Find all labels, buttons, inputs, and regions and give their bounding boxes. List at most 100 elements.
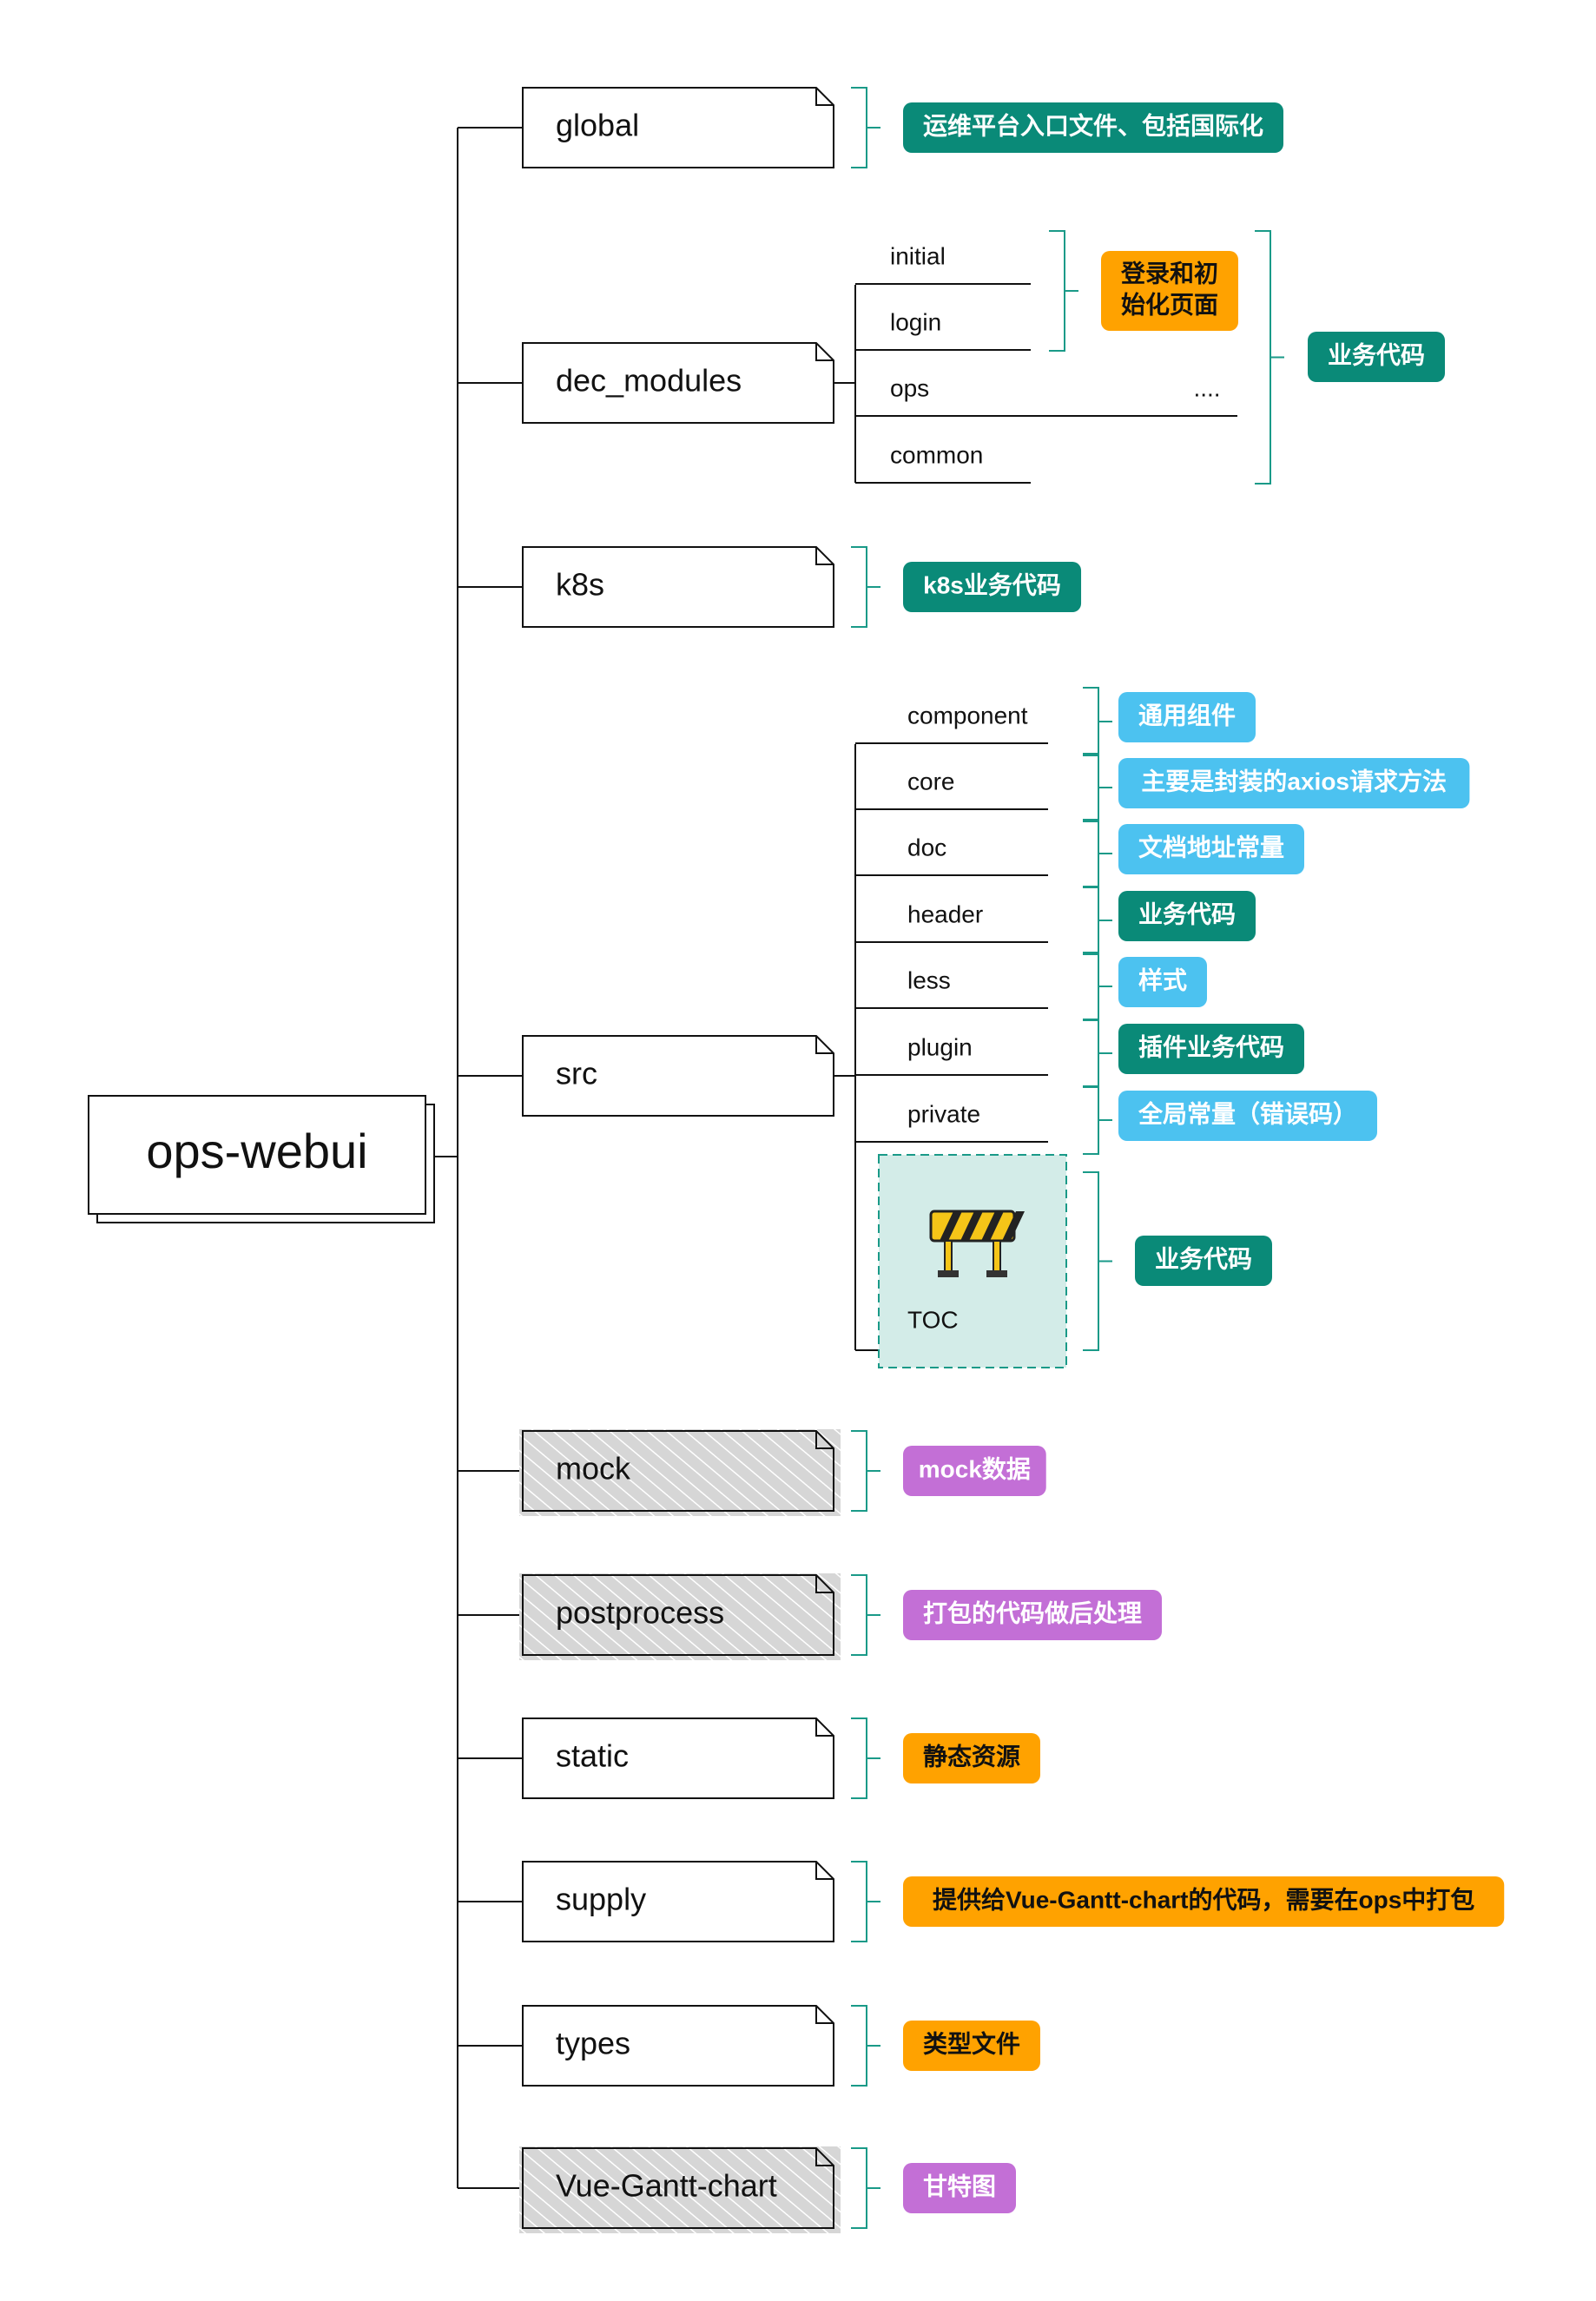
folder-types-label: types: [556, 2026, 630, 2061]
folder-global-tag: [903, 102, 1283, 153]
folder-global-bracket: [851, 87, 880, 168]
root-box[interactable]: [88, 1095, 426, 1215]
tag-login-init-label: 登录和初: [1120, 260, 1218, 287]
folder-supply-fold: [815, 1862, 834, 1880]
folder-src[interactable]: [522, 1035, 834, 1117]
tag-header: [1118, 891, 1256, 941]
folder-supply-bracket: [851, 1861, 880, 1942]
tag-private: [1118, 1091, 1377, 1141]
ellipsis-text: ....: [1193, 374, 1220, 401]
folder-postprocess-label: postprocess: [556, 1595, 724, 1631]
bracket-header: [1083, 886, 1112, 955]
folder-static-tag-label: 静态资源: [923, 1743, 1020, 1770]
folder-mock-tag-label: mock数据: [919, 1455, 1031, 1482]
folder-types[interactable]: [522, 2005, 834, 2087]
src-child-toc: TOC: [907, 1306, 959, 1333]
folder-types-bracket: [851, 2005, 880, 2087]
src-child-plugin: plugin: [907, 1033, 973, 1060]
folder-k8s-tag-label: k8s业务代码: [923, 571, 1061, 598]
folder-vue-gantt-chart-tag: [903, 2163, 1016, 2213]
folder-postprocess-fold: [815, 1575, 834, 1593]
folder-k8s-tag: [903, 562, 1082, 612]
folder-vue-gantt-chart-tag-label: 甘特图: [923, 2172, 996, 2199]
tag-component-label: 通用组件: [1138, 702, 1236, 729]
folder-global-tag-label: 运维平台入口文件、包括国际化: [923, 111, 1263, 139]
folder-vue-gantt-chart-fold: [815, 2148, 834, 2166]
bracket-initial-login: [1049, 230, 1078, 352]
roadblock-stripe: [1002, 1211, 1025, 1241]
tag-plugin-label: 插件业务代码: [1138, 1033, 1284, 1060]
tag-component: [1118, 692, 1256, 742]
folder-supply-tag: [903, 1876, 1505, 1927]
bracket-less: [1083, 952, 1112, 1021]
tag-plugin: [1118, 1024, 1304, 1074]
folder-postprocess-tag: [903, 1590, 1162, 1640]
folder-k8s-bracket: [851, 546, 880, 628]
folder-k8s-label: k8s: [556, 567, 604, 603]
folder-k8s-fold: [815, 547, 834, 565]
folder-mock-bracket: [851, 1430, 880, 1512]
folder-types-tag: [903, 2021, 1040, 2071]
folder-static-fold: [815, 1718, 834, 1737]
tag-less-label: 样式: [1138, 966, 1187, 993]
bracket-toc: [1083, 1171, 1112, 1351]
folder-mock-label: mock: [556, 1451, 631, 1487]
roadblock-foot: [986, 1270, 1007, 1277]
folder-mock[interactable]: [522, 1430, 834, 1512]
folder-global[interactable]: [522, 87, 834, 168]
tag-core: [1118, 758, 1470, 808]
folder-dec-modules-fold: [815, 343, 834, 361]
src-child-less: less: [907, 966, 951, 993]
folder-mock-fold: [815, 1431, 834, 1449]
src-child-component: component: [907, 702, 1028, 729]
dec-child-login: login: [890, 308, 941, 335]
folder-global-fold: [815, 88, 834, 106]
tag-less: [1118, 957, 1207, 1007]
bracket-plugin: [1083, 1019, 1112, 1088]
dec-child-initial: initial: [890, 242, 946, 269]
bracket-component: [1083, 687, 1112, 756]
tag-dec-business: [1308, 332, 1445, 382]
tag-private-label: 全局常量（错误码）: [1138, 1099, 1357, 1127]
folder-vue-gantt-chart-bracket: [851, 2147, 880, 2229]
folder-dec-modules-label: dec_modules: [556, 363, 742, 399]
tag-doc: [1118, 824, 1304, 874]
folder-static-bracket: [851, 1718, 880, 1799]
bracket-dec-modules: [1255, 230, 1284, 485]
folder-k8s[interactable]: [522, 546, 834, 628]
tag-login-init: [1101, 251, 1238, 331]
bracket-private: [1083, 1085, 1112, 1155]
folder-postprocess-tag-label: 打包的代码做后处理: [923, 1599, 1142, 1626]
roadblock-foot: [938, 1270, 959, 1277]
folder-supply[interactable]: [522, 1861, 834, 1942]
root-label: ops-webui: [146, 1124, 367, 1178]
folder-dec-modules[interactable]: [522, 342, 834, 424]
bracket-doc: [1083, 819, 1112, 888]
folder-static-label: static: [556, 1738, 629, 1774]
folder-postprocess[interactable]: [522, 1574, 834, 1656]
folder-vue-gantt-chart[interactable]: [522, 2147, 834, 2229]
tag-login-init-label-2: 始化页面: [1121, 291, 1218, 318]
roadblock-stripe: [940, 1211, 962, 1241]
tag-toc: [1135, 1236, 1272, 1286]
tag-dec-business-label: 业务代码: [1328, 341, 1425, 368]
folder-vue-gantt-chart-label: Vue-Gantt-chart: [556, 2168, 777, 2204]
folder-static[interactable]: [522, 1718, 834, 1799]
dec-child-ops: ops: [890, 374, 929, 401]
folder-global-label: global: [556, 108, 639, 143]
roadblock-stripe: [960, 1211, 983, 1241]
folder-src-label: src: [556, 1056, 597, 1091]
toc-highlight: [878, 1154, 1067, 1368]
folder-src-fold: [815, 1036, 834, 1054]
tag-doc-label: 文档地址常量: [1138, 833, 1284, 860]
roadblock-stripe: [981, 1211, 1004, 1241]
dec-child-common: common: [890, 441, 983, 468]
tag-core-label: 主要是封装的axios请求方法: [1141, 767, 1447, 794]
tag-header-label: 业务代码: [1138, 900, 1236, 927]
folder-supply-tag-label: 提供给Vue-Gantt-chart的代码，需要在ops中打包: [933, 1885, 1474, 1913]
folder-types-fold: [815, 2006, 834, 2024]
tag-toc-label: 业务代码: [1155, 1245, 1252, 1272]
folder-supply-label: supply: [556, 1882, 646, 1917]
src-child-core: core: [907, 768, 954, 794]
